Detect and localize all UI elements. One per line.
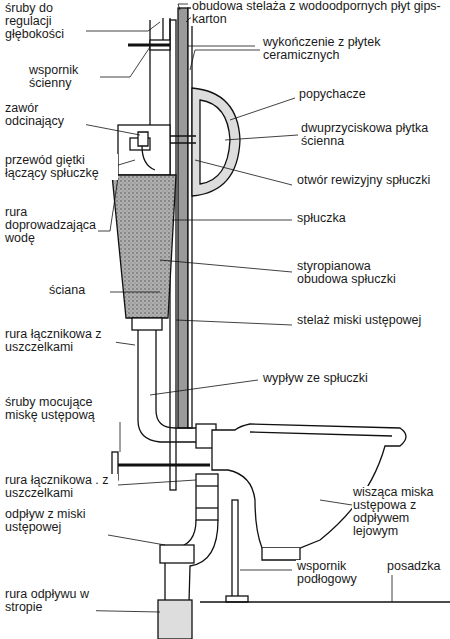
part-label: śruby do regulacji głębokości (4, 2, 86, 41)
part-label: posadzka (386, 560, 448, 573)
part-label: śruby mocujące miskę ustępową (4, 396, 126, 422)
part-label: wspornik podłogowy (296, 560, 378, 586)
part-label: otwór rewizyjny spłuczki (296, 174, 438, 187)
part-label: ściana (48, 284, 110, 297)
part-label: wisząca miska ustępowa z odpływem lejowy… (352, 486, 448, 538)
part-label: rura łącznikowa . z uszczelkami (4, 474, 118, 500)
part-label: dwuprzyciskowa płytka ścienna (300, 122, 442, 148)
part-label: przewód giętki łączący spłuczkę (4, 154, 118, 180)
part-label: rura łącznikowa z uszczelkami (4, 328, 116, 354)
part-label: stelaż miski ustępowej (296, 314, 448, 327)
part-label: popychacze (298, 88, 400, 101)
part-label: wykończenie z płytek ceramicznych (262, 36, 384, 62)
part-label: wspornik ścienny (28, 64, 100, 90)
part-label: odpływ z miski ustępowej (4, 508, 112, 534)
part-label: rura doprowadzająca wodę (4, 206, 98, 245)
part-label: zawór odcinający (4, 102, 86, 128)
part-label: spłuczka (296, 212, 398, 225)
part-label: obudowa stelaża z wodoodpornych płyt gip… (191, 0, 448, 26)
part-label: rura odpływu w stropie (4, 588, 96, 614)
part-label: styropianowa obudowa spłuczki (296, 260, 418, 286)
part-label: wypływ ze spłuczki (262, 372, 414, 385)
